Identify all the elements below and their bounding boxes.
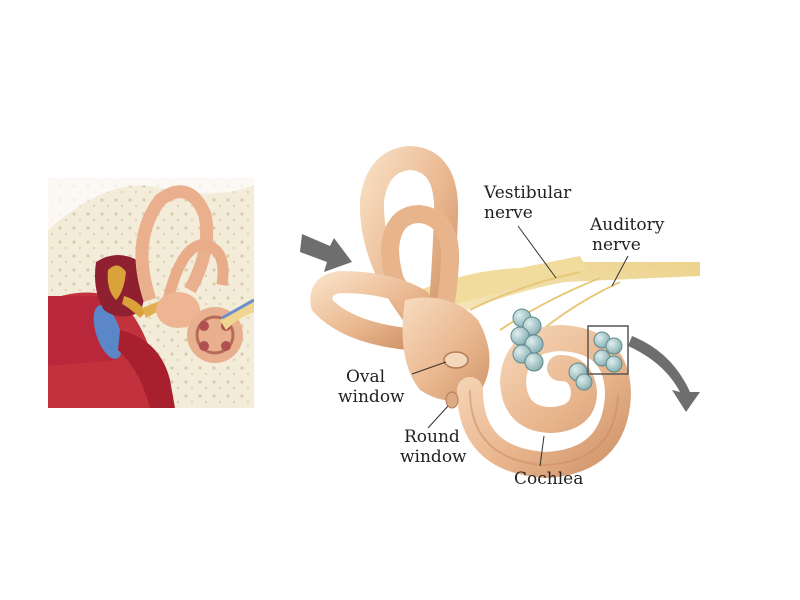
leader-auditory xyxy=(611,255,629,287)
inset-cochlea-coil xyxy=(195,315,235,355)
leader-oval xyxy=(411,361,447,375)
ear-cross-section-inset xyxy=(48,178,254,408)
cochlear-cell xyxy=(575,373,593,391)
label-cochlea: Cochlea xyxy=(514,469,583,489)
incus xyxy=(122,296,146,318)
nerve-fibers xyxy=(469,271,581,311)
bone-upper-edge xyxy=(48,178,254,230)
inset-vestibule xyxy=(156,292,200,328)
oval-window xyxy=(443,351,469,369)
magnified-region-box xyxy=(587,325,629,375)
label-oval-line2: window xyxy=(338,387,405,407)
eardrum xyxy=(93,305,123,359)
label-vestibular-line1: Vestibular xyxy=(483,183,572,203)
label-auditory-line1: Auditory xyxy=(589,215,665,235)
arrow-down-right-icon xyxy=(628,336,700,412)
label-auditory-line2: nerve xyxy=(592,235,641,255)
inset-cochlea-cell xyxy=(221,341,231,351)
inset-semicircular-canal-2 xyxy=(162,239,229,302)
cochlea-shading xyxy=(469,389,619,467)
inset-cochlea-cell xyxy=(199,321,209,331)
labels: Vestibular nerve Auditory nerve Oval win… xyxy=(338,183,665,489)
labyrinth xyxy=(310,145,700,479)
cochlear-cell xyxy=(605,337,623,355)
cochlear-cell xyxy=(605,355,623,373)
arrow-right-icon xyxy=(300,234,352,272)
nerve-fibers xyxy=(499,277,601,331)
label-round-line1: Round xyxy=(404,427,460,447)
eustachian-tube xyxy=(118,330,175,408)
leader-round xyxy=(427,405,449,429)
cochlear-duct-cells xyxy=(510,308,593,391)
malleus xyxy=(107,265,126,300)
lateral-semicircular-canal xyxy=(310,270,431,351)
label-oval-line1: Oval xyxy=(346,367,385,387)
cochlear-cell xyxy=(524,352,544,372)
leader-lines xyxy=(411,225,629,467)
vestibular-nerve-bundle xyxy=(420,256,588,312)
vestibule xyxy=(402,297,490,401)
leader-cochlea xyxy=(539,435,545,467)
leader-vestibular xyxy=(517,225,557,279)
round-window xyxy=(445,391,459,409)
label-vestibular-line2: nerve xyxy=(484,203,533,223)
label-round-line2: window xyxy=(400,447,467,467)
inset-cochlea-cell xyxy=(199,341,209,351)
inset-blood-vessel xyxy=(221,298,254,320)
